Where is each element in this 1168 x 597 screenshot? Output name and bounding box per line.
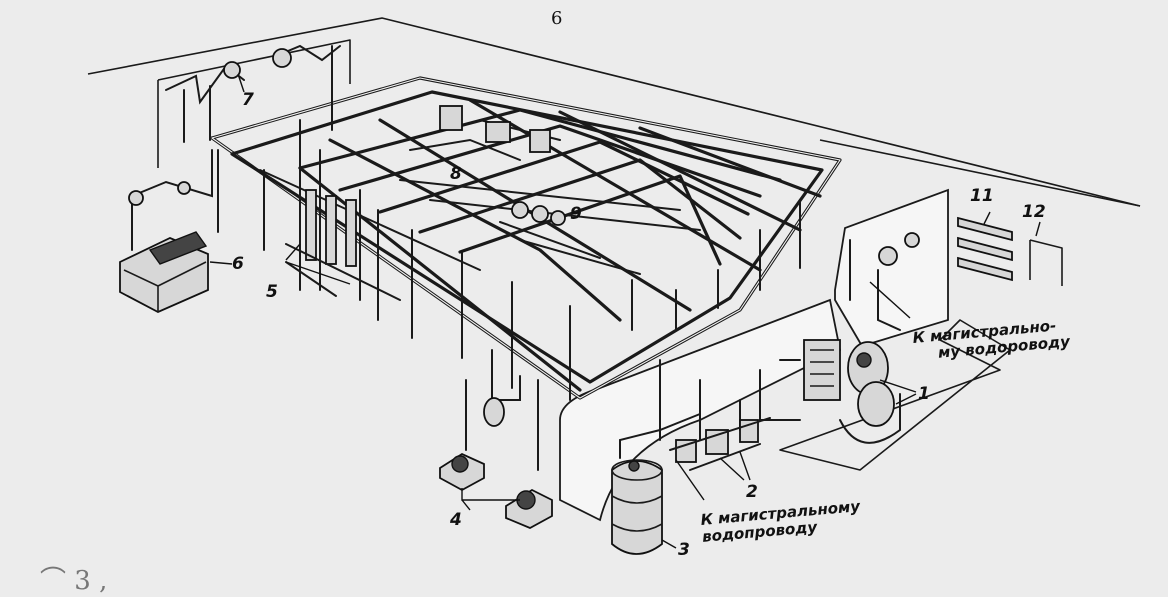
label-11: 11	[970, 186, 994, 206]
tank-3	[611, 413, 701, 555]
label-12: 12	[1022, 202, 1046, 222]
label-2: 2	[746, 482, 758, 502]
label-6: 6	[232, 254, 244, 274]
room-outline	[87, 17, 1141, 207]
label-8: 8	[450, 164, 462, 184]
vertical-drops	[217, 119, 801, 471]
floor-pumps-4	[439, 397, 553, 529]
box-12	[1029, 239, 1063, 286]
label-9: 9	[570, 204, 582, 224]
manifold-8-9	[439, 105, 641, 275]
filters-5	[285, 189, 401, 301]
partition-wall	[834, 188, 949, 348]
label-7: 7	[242, 90, 254, 110]
label-3: 3	[678, 540, 690, 560]
figure-number: 6	[551, 8, 563, 29]
wall-pumps-7	[165, 44, 341, 143]
label-4: 4	[450, 510, 462, 530]
motor-unit-6	[119, 149, 213, 313]
margin-marks: ⌒ 3 ,	[40, 566, 108, 596]
pump-units-1	[759, 232, 920, 444]
floor-platform	[779, 319, 1011, 471]
label-1: 1	[918, 384, 930, 404]
panels-11	[957, 216, 1013, 282]
leader-lines	[209, 73, 1041, 549]
valve-assembly-2	[669, 417, 771, 471]
label-5: 5	[266, 282, 278, 302]
